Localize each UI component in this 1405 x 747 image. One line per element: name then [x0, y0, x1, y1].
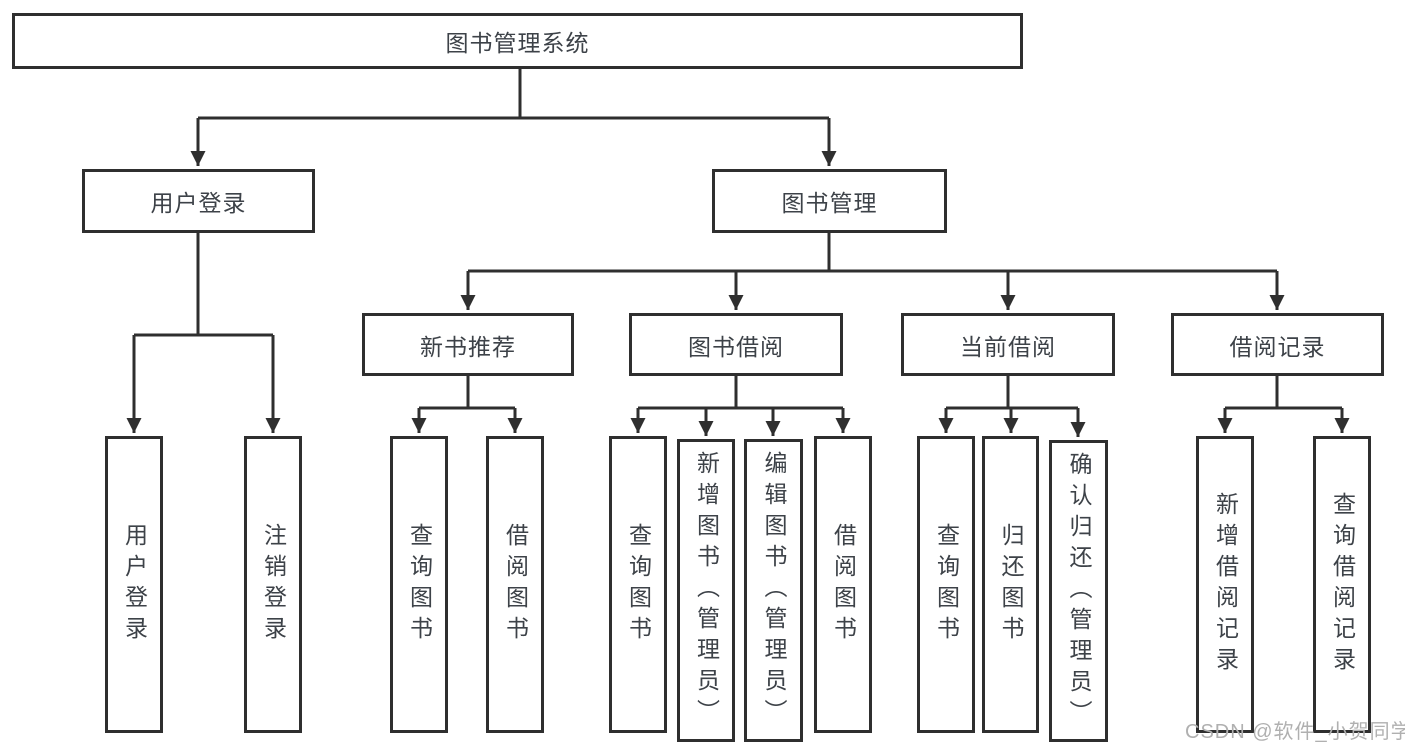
leaf-borrow-book: 借阅图书 — [814, 436, 872, 733]
leaf-return-book: 归还图书 — [982, 436, 1039, 733]
leaf-query-borrow-record: 查询借阅记录 — [1313, 436, 1371, 733]
leaf-query-books-borrow: 查询图书 — [609, 436, 667, 733]
leaf-add-book-admin: 新增图书（管理员） — [677, 439, 735, 742]
node-current-borrow: 当前借阅 — [901, 313, 1115, 376]
node-book-borrow: 图书借阅 — [629, 313, 843, 376]
leaf-query-books-current: 查询图书 — [917, 436, 975, 733]
leaf-user-login: 用户登录 — [105, 436, 163, 733]
node-book-management: 图书管理 — [712, 169, 947, 233]
node-user-login: 用户登录 — [82, 169, 315, 233]
leaf-logout: 注销登录 — [244, 436, 302, 733]
csdn-watermark: CSDN @软件_小贺同学 — [1185, 721, 1405, 743]
node-library-management-system: 图书管理系统 — [12, 13, 1023, 69]
node-borrow-records: 借阅记录 — [1171, 313, 1384, 376]
leaf-confirm-return-admin: 确认归还（管理员） — [1049, 440, 1108, 742]
leaf-add-borrow-record: 新增借阅记录 — [1196, 436, 1254, 733]
leaf-borrow-books-recommend: 借阅图书 — [486, 436, 544, 733]
leaf-edit-book-admin: 编辑图书（管理员） — [744, 439, 803, 742]
node-new-book-recommend: 新书推荐 — [362, 313, 574, 376]
leaf-query-books-recommend: 查询图书 — [390, 436, 448, 733]
